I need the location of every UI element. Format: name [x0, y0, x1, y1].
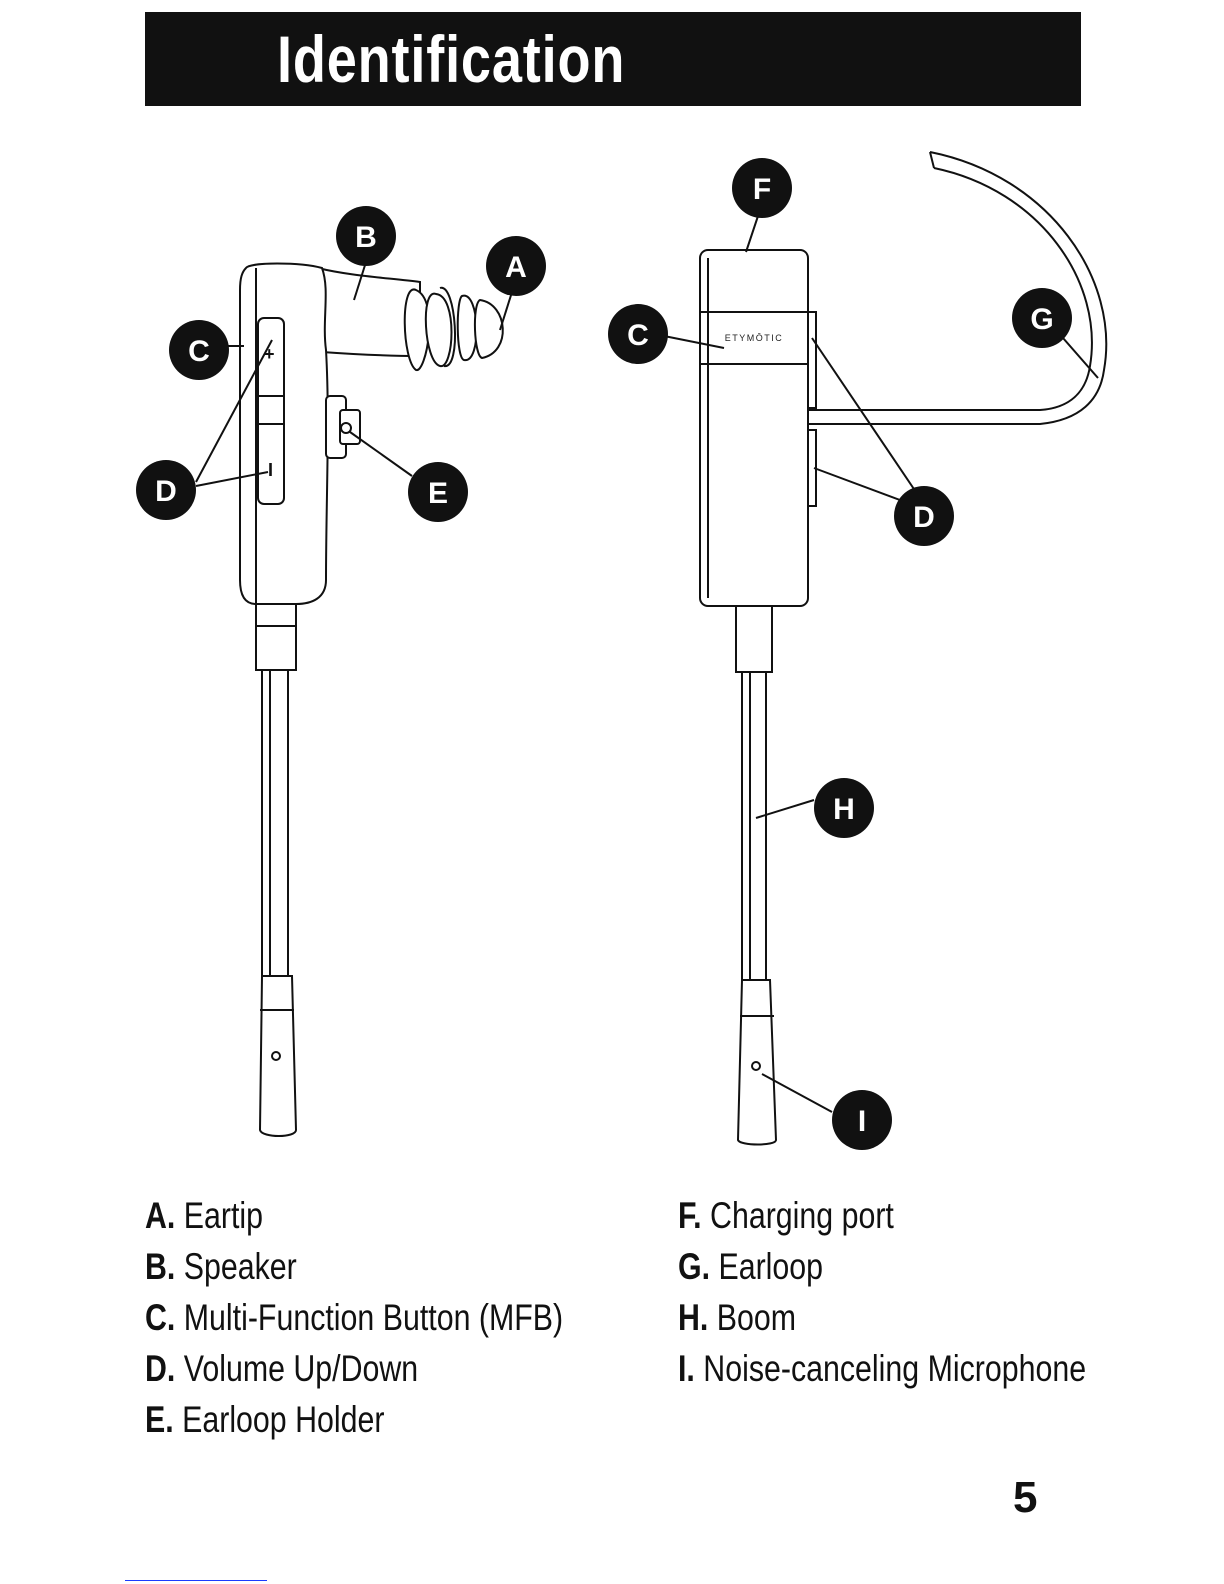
legend-item-d: D. Volume Up/Down: [145, 1343, 563, 1394]
brand-label: ETYMŌTIC: [725, 333, 784, 343]
callout-d-right: D: [894, 486, 954, 546]
boom-side: [262, 670, 288, 976]
callout-g: G: [1012, 288, 1072, 348]
legend-item-a: A. Eartip: [145, 1190, 563, 1241]
callout-b: B: [336, 206, 396, 266]
left-headset-illustration: [240, 264, 503, 1137]
svg-text:C: C: [188, 335, 210, 368]
legend-item-e: E. Earloop Holder: [145, 1394, 563, 1445]
svg-text:G: G: [1030, 303, 1053, 336]
legend-item-f: F. Charging port: [678, 1190, 1086, 1241]
page-number: 5: [1013, 1472, 1037, 1524]
headset-diagram: + I B A C D E: [0, 0, 1224, 1180]
microphone-tip-side: [260, 976, 296, 1136]
svg-text:D: D: [155, 475, 177, 508]
svg-text:D: D: [913, 501, 935, 534]
svg-text:E: E: [428, 477, 448, 510]
svg-text:I: I: [858, 1105, 866, 1138]
callout-e: E: [408, 462, 468, 522]
svg-text:F: F: [753, 173, 771, 206]
svg-text:H: H: [833, 793, 855, 826]
legend-item-g: G. Earloop: [678, 1241, 1086, 1292]
svg-text:A: A: [505, 251, 527, 284]
callout-d-left: D: [136, 460, 196, 520]
legend-right: F. Charging port G. Earloop H. Boom I. N…: [678, 1190, 1176, 1394]
legend-item-b: B. Speaker: [145, 1241, 563, 1292]
callout-c-left: C: [169, 320, 229, 380]
minus-sign: I: [268, 460, 273, 480]
legend-item-c: C. Multi-Function Button (MFB): [145, 1292, 563, 1343]
headset-body-front: [700, 250, 808, 606]
callout-i: I: [832, 1090, 892, 1150]
earloop-shape: [808, 152, 1106, 424]
footer-rule: [125, 1580, 267, 1581]
boom-front: [742, 672, 766, 980]
callout-f: F: [732, 158, 792, 218]
callout-a: A: [486, 236, 546, 296]
svg-text:B: B: [355, 221, 377, 254]
legend-left: A. Eartip B. Speaker C. Multi-Function B…: [145, 1190, 655, 1445]
legend-item-h: H. Boom: [678, 1292, 1086, 1343]
svg-text:C: C: [627, 319, 649, 352]
callout-c-right: C: [608, 304, 668, 364]
callout-h: H: [814, 778, 874, 838]
legend-item-i: I. Noise-canceling Microphone: [678, 1343, 1086, 1394]
